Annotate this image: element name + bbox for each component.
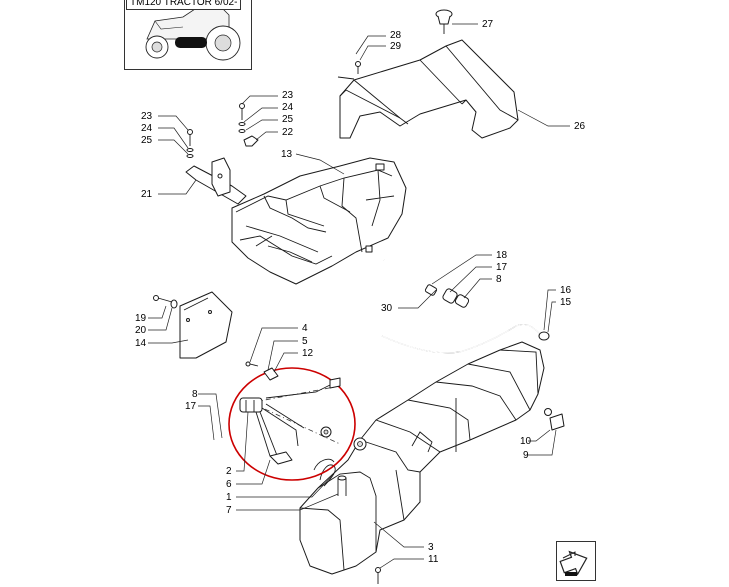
callout-labels: 27 28 29 26 23 24 25 22 23 24 25 13 21 1… [135,19,586,565]
side-panel-part[interactable] [153,291,233,359]
tank-cover-shield-part[interactable] [339,39,519,139]
tractor-thumbnail-frame[interactable]: TM120 TRACTOR 6/02- [124,0,252,70]
upper-fuel-tank-part[interactable] [231,157,407,285]
callout-16[interactable]: 16 [560,285,572,296]
callout-30[interactable]: 30 [381,303,393,314]
callout-9[interactable]: 9 [523,450,529,461]
mounting-screw-set-upper[interactable] [238,103,259,147]
callout-12[interactable]: 12 [302,348,314,359]
callout-17-lower[interactable]: 17 [185,401,197,412]
grommet-part[interactable] [544,408,565,431]
callout-5[interactable]: 5 [302,336,308,347]
callout-29[interactable]: 29 [390,41,402,52]
support-bracket-part[interactable] [185,157,247,205]
callout-24-upper[interactable]: 24 [282,102,294,113]
callout-22[interactable]: 22 [282,127,294,138]
tractor-thumbnail-icon [145,0,241,61]
callout-6[interactable]: 6 [226,479,232,490]
bolt-part[interactable] [337,61,361,80]
callout-26[interactable]: 26 [574,121,586,132]
callout-23-left[interactable]: 23 [141,111,153,122]
filler-cap-part[interactable] [435,9,453,34]
highlight-circle [228,367,356,481]
callout-10[interactable]: 10 [520,436,532,447]
callout-7[interactable]: 7 [226,505,232,516]
next-page-arrow-button[interactable] [556,541,596,581]
mounting-screw-set-left[interactable] [186,129,194,158]
callout-27[interactable]: 27 [482,19,494,30]
drain-bolt-part[interactable] [375,567,381,585]
callout-8-lower[interactable]: 8 [192,389,198,400]
callout-28[interactable]: 28 [390,30,402,41]
main-fuel-tank-part[interactable] [299,341,545,575]
callout-21[interactable]: 21 [141,189,153,200]
callout-18[interactable]: 18 [496,250,508,261]
callout-3[interactable]: 3 [428,542,434,553]
callout-23-upper[interactable]: 23 [282,90,294,101]
callout-8-upper[interactable]: 8 [496,274,502,285]
callout-11[interactable]: 11 [428,554,439,565]
callout-17-upper[interactable]: 17 [496,262,508,273]
callout-14[interactable]: 14 [135,338,147,349]
callout-24-left[interactable]: 24 [141,123,153,134]
callout-19[interactable]: 19 [135,313,147,324]
callout-25-upper[interactable]: 25 [282,114,294,125]
fuel-level-sender-assembly[interactable] [228,361,356,481]
callout-2[interactable]: 2 [226,466,232,477]
document-title: TM120 TRACTOR 6/02- [126,0,242,10]
callout-25-left[interactable]: 25 [141,135,153,146]
callout-15[interactable]: 15 [560,297,572,308]
next-page-arrow-icon [559,550,588,576]
callout-20[interactable]: 20 [135,325,147,336]
callout-1[interactable]: 1 [226,492,232,503]
leader-lines [148,23,570,569]
callout-4[interactable]: 4 [302,323,308,334]
fuel-hose-part[interactable] [381,323,550,354]
callout-13[interactable]: 13 [281,149,293,160]
breather-tube-part[interactable] [383,259,470,308]
